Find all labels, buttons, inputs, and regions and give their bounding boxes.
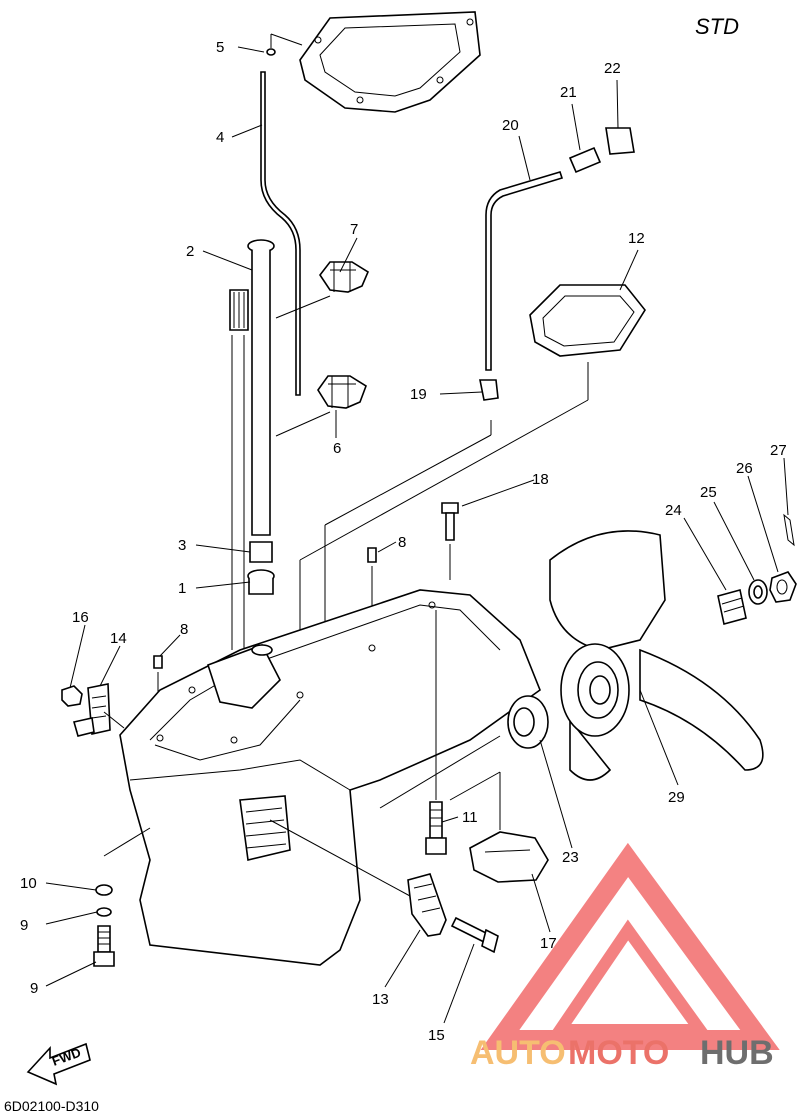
watermark-part1: AUTO: [470, 1034, 566, 1072]
callout-labels: 5 4 2 7 6 3 1 8 8 16 14 10 9 9 11 13 15 …: [20, 39, 787, 1044]
part-25-spacer: [717, 589, 747, 625]
drive-shaft: [229, 289, 249, 650]
callout-18: 17: [540, 935, 557, 952]
callout-6: 6: [333, 440, 341, 457]
part-24-spacer: [507, 695, 549, 749]
callout-22: 21: [560, 84, 577, 101]
callout-11: 10: [20, 875, 37, 892]
callout-19: 18: [532, 471, 549, 488]
part-11-washer: [95, 884, 113, 896]
callout-20: 19: [410, 386, 427, 403]
part-7-clip: [319, 261, 370, 293]
callout-4: 4: [216, 129, 224, 146]
part-14-trim-tab: [407, 873, 447, 937]
part-16-bolt: [450, 916, 499, 954]
callout-16: 15: [428, 1027, 445, 1044]
part-8-dowel-pin: [367, 547, 377, 563]
callout-21: 20: [502, 117, 519, 134]
callout-3: 3: [178, 537, 186, 554]
drawing-code: 6D02100-D310: [4, 1098, 99, 1114]
callout-15: 14: [110, 630, 127, 647]
callout-14: 13: [372, 991, 389, 1008]
callout-8-lower: 8: [180, 621, 188, 638]
callout-27: 26: [736, 460, 753, 477]
callout-17: 16: [72, 609, 89, 626]
part-1-grommet: [247, 569, 275, 595]
part-20-joint: [479, 379, 499, 401]
leader-lines: [45, 46, 789, 1024]
part-18-anode: [469, 831, 549, 883]
callout-2: 2: [186, 243, 194, 260]
callout-28: 27: [770, 442, 787, 459]
part-28-cotter-pin: [783, 513, 795, 547]
part-15-plate: [72, 683, 111, 737]
callout-23: 22: [604, 60, 621, 77]
callout-26: 25: [700, 484, 717, 501]
callout-7: 7: [350, 221, 358, 238]
callout-10: 9: [20, 917, 28, 934]
part-8-dowel-pin-2: [153, 655, 163, 669]
part-4-water-tube: [260, 71, 301, 396]
watermark-logo: AUTO MOTO HUB: [470, 842, 780, 1072]
part-19-bolt: [441, 502, 459, 541]
part-12-bolt: [425, 801, 447, 855]
callout-13: 12: [628, 230, 645, 247]
callout-12: 11: [462, 809, 478, 826]
callout-1: 1: [178, 580, 186, 597]
callout-24: 23: [562, 849, 579, 866]
variant-label: STD: [695, 14, 739, 39]
part-9-bolt: [93, 925, 115, 967]
callout-8-upper: 8: [398, 534, 406, 551]
part-21-tube: [485, 171, 564, 371]
part-17-nut: [61, 685, 83, 707]
callout-29: 29: [668, 789, 685, 806]
callout-5: 5: [216, 39, 224, 56]
part-13-gasket: [529, 284, 646, 357]
callout-9: 9: [30, 980, 38, 997]
lower-casing: [119, 589, 541, 966]
part-27-nut: [769, 571, 797, 603]
part-26-washer: [748, 579, 768, 605]
watermark-part3: HUB: [700, 1034, 774, 1072]
part-3-bushing: [249, 541, 273, 563]
part-23-grommet: [605, 127, 635, 155]
part-6-clip: [317, 375, 367, 409]
fwd-arrow: FWD: [26, 1042, 91, 1086]
watermark-part2: MOTO: [568, 1034, 669, 1072]
part-29-propeller: [549, 530, 764, 781]
part-5-oring: [266, 48, 276, 56]
callout-25: 24: [665, 502, 682, 519]
part-22-bushing: [568, 146, 602, 174]
part-10-washer: [96, 907, 112, 917]
upper-gasket-plate: [299, 11, 481, 113]
part-2-shaft-tube: [247, 239, 275, 536]
